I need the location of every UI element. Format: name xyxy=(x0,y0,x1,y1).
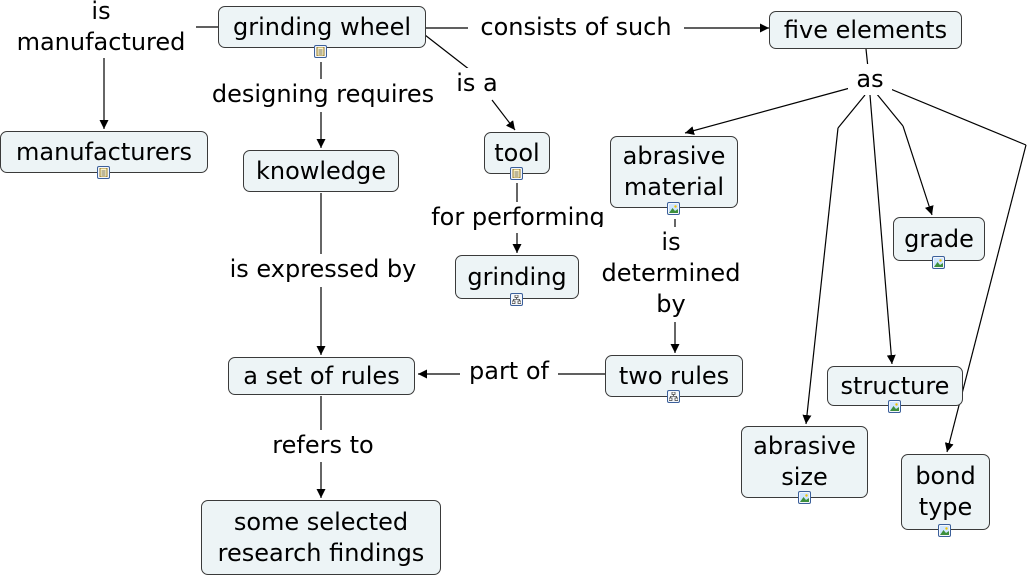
concept-bond-type[interactable]: bond type xyxy=(901,454,990,530)
image-icon[interactable] xyxy=(938,524,951,537)
concept-grinding[interactable]: grinding xyxy=(455,255,579,299)
document-icon[interactable] xyxy=(314,45,327,58)
connector-line xyxy=(684,87,851,135)
link-consists-of-such: consists of such xyxy=(468,12,684,43)
link-is-expressed-by: is expressed by xyxy=(216,254,430,285)
image-icon[interactable] xyxy=(798,491,811,504)
image-icon[interactable] xyxy=(932,256,945,269)
link-part-of: part of xyxy=(460,356,558,387)
concept-map-icon[interactable] xyxy=(667,390,680,403)
image-icon[interactable] xyxy=(888,400,901,413)
link-is-manufactured: is manufactured xyxy=(8,0,194,58)
connector-line xyxy=(875,92,904,127)
concept-research-findings[interactable]: some selected research findings xyxy=(201,500,441,575)
connector-line xyxy=(902,125,934,216)
concept-map-icon[interactable] xyxy=(510,293,523,306)
concept-abrasive-material[interactable]: abrasive material xyxy=(610,136,738,208)
connector-line xyxy=(424,34,471,71)
concept-tool[interactable]: tool xyxy=(484,132,550,174)
concept-five-elements[interactable]: five elements xyxy=(769,11,962,49)
connector-line xyxy=(944,144,1027,453)
link-is-determined-by: is determined by xyxy=(592,227,750,320)
connector-line xyxy=(802,127,839,425)
link-as: as xyxy=(848,64,892,95)
connector-line xyxy=(837,94,866,129)
concept-structure[interactable]: structure xyxy=(827,366,963,406)
connector-line xyxy=(869,94,896,365)
concept-abrasive-size[interactable]: abrasive size xyxy=(741,426,868,498)
link-designing-requires: designing requires xyxy=(198,79,448,110)
image-icon[interactable] xyxy=(667,202,680,215)
concept-grinding-wheel[interactable]: grinding wheel xyxy=(218,6,426,48)
link-is-a: is a xyxy=(450,68,504,99)
concept-a-set-of-rules[interactable]: a set of rules xyxy=(228,357,415,395)
concept-grade[interactable]: grade xyxy=(893,217,985,261)
connector-line xyxy=(887,87,1027,146)
concept-knowledge[interactable]: knowledge xyxy=(243,150,399,192)
document-icon[interactable] xyxy=(510,167,523,180)
connector-line xyxy=(491,99,516,131)
link-for-performing: for performing xyxy=(418,202,618,233)
concept-two-rules[interactable]: two rules xyxy=(605,355,743,397)
link-refers-to: refers to xyxy=(260,430,386,461)
document-icon[interactable] xyxy=(97,166,110,179)
